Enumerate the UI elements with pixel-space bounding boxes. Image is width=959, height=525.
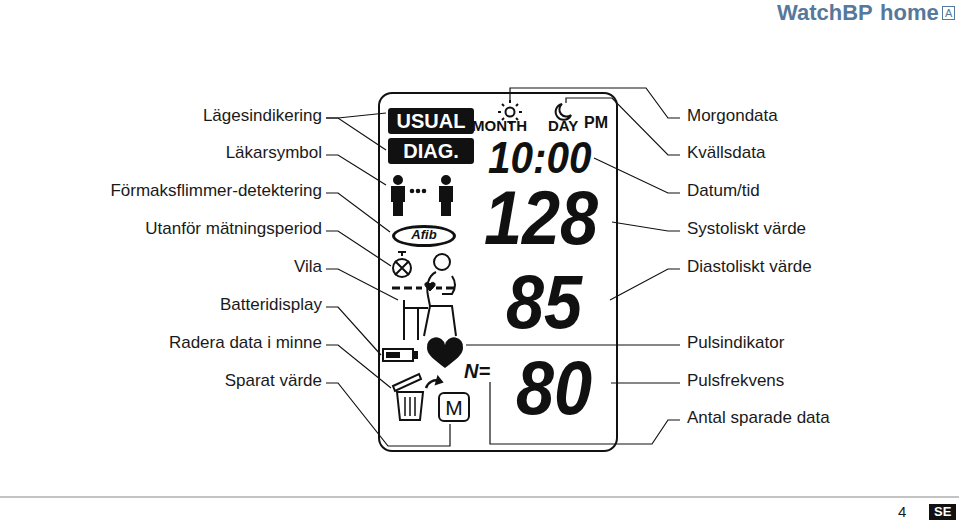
callout-label: Antal sparade data [687, 409, 830, 428]
language-tag: SE [929, 504, 956, 520]
logo-mark: A [942, 6, 955, 20]
lcd-display: MONTHDAYPM10:0012885N=80USUALDIAG.AfibM [378, 92, 618, 452]
callout-label: Datum/tid [687, 182, 760, 201]
lcd-month: MONTH [472, 118, 527, 135]
memory-box: M [438, 392, 470, 422]
mode-text: DIAG. [388, 140, 474, 162]
callout-label: Förmaksflimmer-detektering [110, 182, 322, 201]
callout-label: Sparat värde [225, 372, 322, 391]
callout-label: Radera data i minne [169, 334, 322, 353]
page-number: 4 [898, 504, 906, 521]
callout-label: Läkarsymbol [226, 144, 322, 163]
lcd-pm: PM [584, 114, 608, 132]
callout-label: Morgondata [687, 107, 778, 126]
callout-label: Vila [294, 258, 322, 277]
logo-text: WatchBP [777, 1, 873, 25]
callout-label: Kvällsdata [687, 144, 765, 163]
callout-label: Pulsfrekvens [687, 372, 784, 391]
lcd-pulse: 80 [516, 346, 592, 430]
footer-rule [0, 497, 959, 498]
afib-badge: Afib [392, 225, 456, 247]
lcd-diastolic: 85 [506, 260, 582, 344]
callout-label: Utanför mätningsperiod [145, 220, 322, 239]
logo-text: home [880, 1, 939, 25]
lcd-n: N= [464, 360, 490, 382]
mode-diag: DIAG. [388, 138, 474, 164]
callout-label: Lägesindikering [203, 107, 322, 126]
lcd-day: DAY [548, 118, 578, 135]
callout-label: Batteridisplay [220, 296, 322, 315]
memory-text: M [440, 396, 468, 419]
mode-text: USUAL [388, 110, 474, 132]
callout-label: Diastoliskt värde [687, 258, 812, 277]
callout-label: Systoliskt värde [687, 220, 806, 239]
lcd-systolic: 128 [484, 176, 598, 260]
afib-text: Afib [395, 228, 453, 242]
callout-label: Pulsindikator [687, 334, 784, 353]
mode-usual: USUAL [388, 108, 474, 134]
